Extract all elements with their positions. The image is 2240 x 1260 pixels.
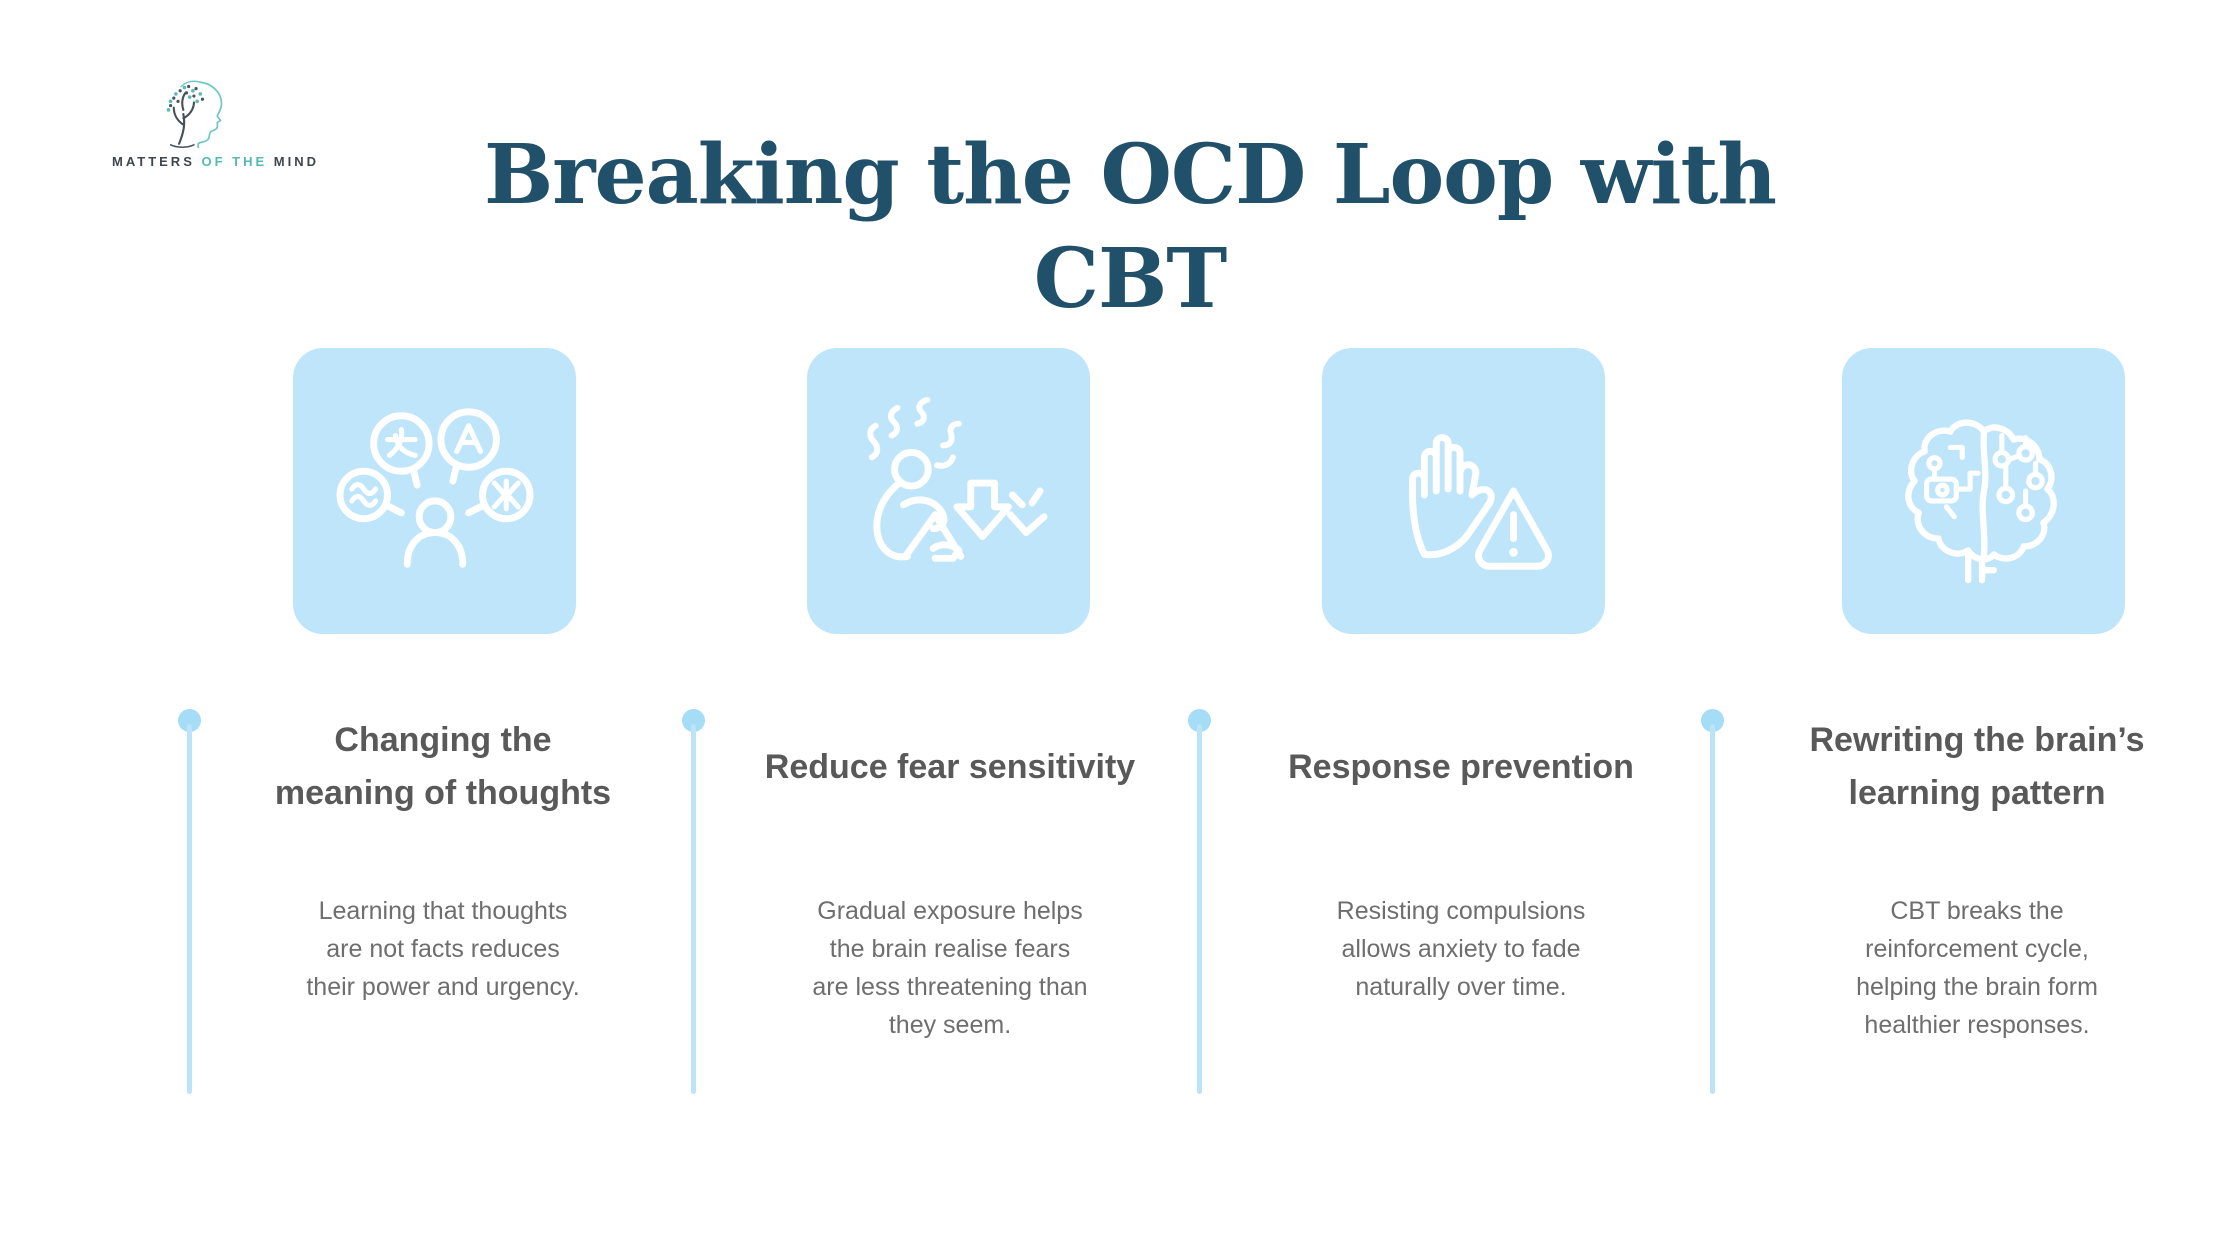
brand-name-part2: OF THE (201, 154, 268, 169)
icon-box-step4 (1842, 348, 2125, 634)
step-description-1: Learning that thoughts are not facts red… (198, 892, 688, 1006)
step-title-1: Changing the meaning of thoughts (173, 702, 713, 832)
step-description-2-line3: are less threatening than (812, 973, 1088, 1001)
timeline-line-step3 (1197, 724, 1202, 1094)
timeline-line-step1 (187, 724, 192, 1094)
step-title-4-line1: Rewriting the brain’s (1809, 721, 2145, 759)
step-description-3-line3: naturally over time. (1355, 973, 1567, 1001)
timeline-dot-step4 (1701, 709, 1724, 732)
brand-name-part3: MIND (273, 154, 320, 169)
step-description-1-line1: Learning that thoughts (318, 897, 568, 925)
stop-hand-warning-icon (1408, 434, 1552, 570)
step-description-1-line2: are not facts reduces (326, 935, 560, 963)
step-title-4: Rewriting the brain’s learning pattern (1707, 702, 2240, 832)
step-description-3-line2: allows anxiety to fade (1341, 935, 1581, 963)
timeline-dot-step2 (682, 709, 705, 732)
icon-box-step1 (293, 348, 576, 634)
brand-logo: MATTERS OF THE MIND (112, 78, 316, 169)
step-title-3: Response prevention (1191, 702, 1731, 832)
step-description-2: Gradual exposure helps the brain realise… (705, 892, 1195, 1044)
timeline-line-step4 (1710, 724, 1715, 1094)
brand-name-part1: MATTERS (112, 154, 195, 169)
brand-name: MATTERS OF THE MIND (112, 154, 316, 169)
step-description-4-line3: helping the brain form (1856, 973, 2098, 1001)
step-title-2: Reduce fear sensitivity (680, 702, 1220, 832)
step-description-2-line4: they seem. (888, 1011, 1012, 1039)
circuit-brain-icon (1904, 419, 2057, 584)
step-description-2-line2: the brain realise fears (829, 935, 1071, 963)
step-description-4: CBT breaks the reinforcement cycle, help… (1732, 892, 2222, 1044)
step-title-2-line1: Reduce fear sensitivity (764, 747, 1136, 786)
timeline-line-step2 (691, 724, 696, 1094)
page-title: Breaking the OCD Loop with CBT (483, 126, 1777, 327)
step-description-3-line1: Resisting compulsions (1336, 897, 1586, 925)
tree-head-profile-logo-icon (166, 80, 223, 148)
step-description-4-line2: reinforcement cycle, (1865, 935, 2089, 963)
speech-bubbles-languages-icon (335, 408, 534, 568)
icon-box-step3 (1322, 348, 1605, 634)
step-description-3: Resisting compulsions allows anxiety to … (1216, 892, 1706, 1006)
timeline-dot-step3 (1188, 709, 1211, 732)
step-title-1-line1: Changing the (334, 721, 552, 759)
step-description-4-line1: CBT breaks the (1890, 897, 2064, 925)
step-title-3-line1: Response prevention (1288, 747, 1634, 786)
step-title-1-line2: meaning of thoughts (274, 774, 612, 812)
icon-box-step2 (807, 348, 1090, 634)
step-description-1-line3: their power and urgency. (306, 973, 580, 1001)
step-description-4-line4: healthier responses. (1864, 1011, 2090, 1039)
step-description-2-line1: Gradual exposure helps (817, 897, 1083, 925)
step-title-4-line2: learning pattern (1848, 774, 2106, 812)
anxious-person-down-arrows-icon (866, 396, 1048, 562)
timeline-dot-step1 (178, 709, 201, 732)
